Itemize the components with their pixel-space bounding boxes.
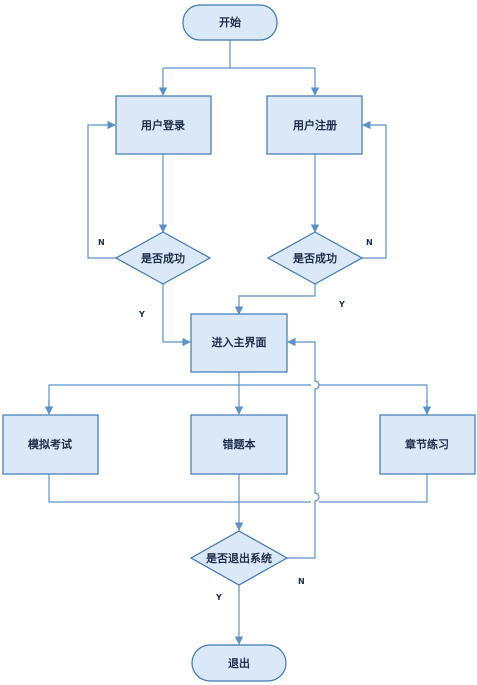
wrong-book-box — [190, 414, 288, 475]
chapter-practice-label: 章节练习 — [405, 437, 449, 451]
login-check-diamond — [114, 231, 212, 285]
edge-modules-merge — [48, 474, 428, 503]
mock-exam-box — [2, 414, 99, 475]
enter-main-label: 进入主界面 — [212, 335, 267, 349]
node-chapter-practice: 章节练习 — [379, 414, 476, 475]
enter-main-box — [190, 313, 288, 373]
exit-check-diamond — [189, 530, 289, 586]
user-login-box — [115, 95, 212, 155]
exit-no-label: N — [298, 577, 305, 586]
mock-exam-label: 模拟考试 — [28, 437, 72, 451]
exit-yes-label: Y — [215, 593, 222, 602]
register-fail-label: N — [366, 238, 373, 247]
login-check-label: 是否成功 — [140, 251, 185, 265]
login-fail-label: N — [98, 238, 105, 247]
user-register-box — [266, 95, 363, 155]
edge-register-fail-loop — [362, 120, 387, 259]
exit-label: 退出 — [228, 656, 250, 670]
edge-start-split — [163, 40, 315, 69]
wrong-book-label: 错题本 — [223, 437, 256, 451]
branch-labels: N N Y Y N Y — [98, 238, 373, 602]
node-wrong-book: 错题本 — [190, 414, 288, 475]
node-user-register: 用户注册 — [266, 95, 363, 155]
exit-terminal — [191, 644, 287, 682]
node-mock-exam: 模拟考试 — [2, 414, 99, 475]
edge-exit-no-loop — [287, 337, 320, 559]
node-user-login: 用户登录 — [115, 95, 212, 155]
edge-login-fail-loop — [87, 120, 116, 259]
edge-login-success — [162, 284, 191, 347]
register-yes-label: Y — [338, 300, 345, 309]
edges — [44, 40, 432, 645]
node-exit: 退出 — [191, 644, 287, 682]
node-exit-check: 是否退出系统 — [189, 530, 289, 586]
node-login-success-check: 是否成功 — [114, 231, 212, 285]
node-start: 开始 — [182, 4, 278, 41]
login-yes-label: Y — [138, 310, 145, 319]
start-terminal — [182, 4, 278, 41]
node-register-success-check: 是否成功 — [266, 231, 364, 285]
edge-modules-bus — [48, 384, 428, 414]
register-check-label: 是否成功 — [292, 251, 337, 265]
node-enter-main: 进入主界面 — [190, 313, 288, 373]
user-login-label: 用户登录 — [141, 118, 185, 132]
chapter-practice-box — [379, 414, 476, 475]
user-register-label: 用户注册 — [293, 118, 337, 132]
start-label: 开始 — [219, 15, 241, 29]
edge-register-success — [234, 284, 316, 315]
exit-check-label: 是否退出系统 — [205, 551, 272, 565]
register-check-diamond — [266, 231, 364, 285]
